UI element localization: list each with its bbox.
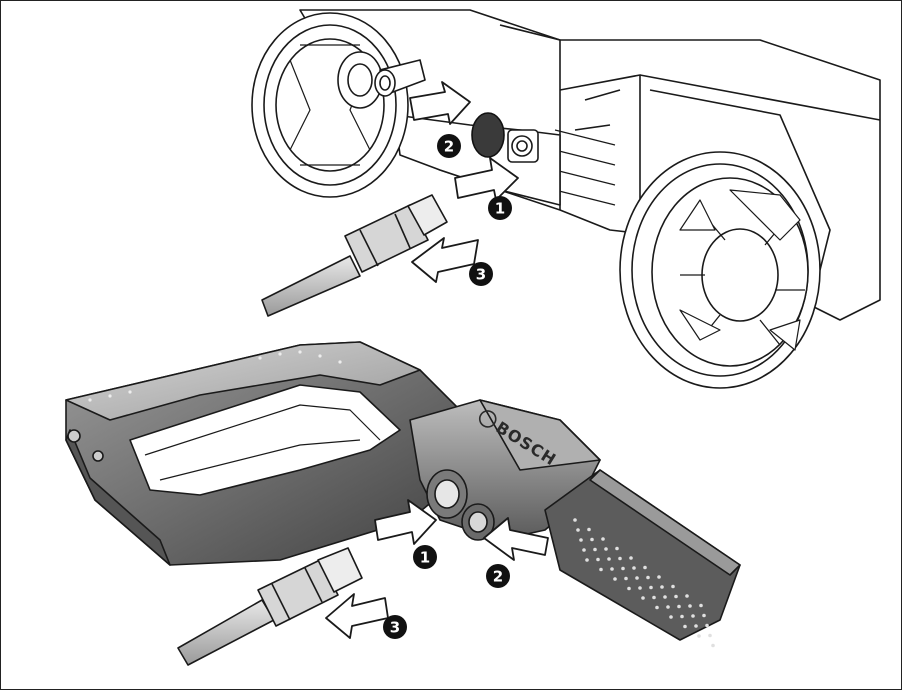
grip-dot: [629, 556, 633, 560]
svg-text:2: 2: [493, 568, 503, 586]
grip-dot: [702, 613, 706, 618]
handle-dot: [338, 360, 342, 364]
bottom-hose-nozzle: [317, 547, 363, 593]
top-step-badge-3: 3: [469, 262, 493, 286]
grip-dot: [579, 538, 583, 542]
outlet-connector: [374, 59, 426, 97]
bottom-hose-coupling: [257, 559, 339, 627]
handle-dot: [318, 354, 322, 358]
grip-dot: [576, 528, 580, 532]
grip-dot: [638, 586, 642, 590]
grip-dot: [708, 633, 712, 638]
svg-text:2: 2: [444, 138, 454, 156]
bottom-hose: [177, 599, 275, 666]
grip-dot: [613, 577, 617, 581]
spray-gun: [65, 341, 741, 641]
handle-dot: [258, 356, 262, 360]
grip-dot: [587, 527, 591, 532]
top-step-badge-1: 1: [488, 196, 512, 220]
grip-dot: [641, 596, 645, 600]
grip-dot: [627, 586, 631, 591]
top-arrow-step-2: [409, 81, 471, 125]
bottom-arrow-step-1: [374, 499, 437, 545]
grip-dot: [607, 557, 611, 561]
grip-dot: [663, 595, 667, 599]
water-inlet-port: [471, 112, 539, 163]
bottom-step-badge-2: 2: [486, 564, 510, 588]
grip-dot: [618, 556, 622, 561]
grip-dot: [657, 575, 661, 579]
grip-dot: [601, 537, 605, 541]
grip-dot: [680, 614, 684, 619]
grip-dot: [632, 566, 636, 570]
bottom-arrow-step-2: [483, 517, 549, 561]
grip-dot: [677, 604, 681, 609]
right-wheel: [619, 151, 821, 389]
top-hose-nozzle: [407, 194, 448, 236]
bottom-step-badge-3: 3: [383, 615, 407, 639]
svg-text:1: 1: [420, 549, 430, 567]
left-wheel: [251, 12, 409, 198]
handle-dot: [298, 350, 302, 354]
gun-release-button: [461, 503, 495, 541]
top-hose: [261, 255, 361, 317]
grip-dot: [688, 604, 692, 608]
grip-texture: [573, 518, 715, 648]
grip-dot: [691, 614, 695, 618]
grip-dot: [646, 575, 650, 580]
grip-dot: [683, 624, 687, 629]
grip-dot: [697, 634, 701, 638]
top-arrow-step-1: [454, 157, 519, 201]
grip-dot: [582, 548, 586, 552]
grip-dot: [585, 558, 589, 562]
grip-dot: [593, 547, 597, 552]
gun-grip-opening: [129, 384, 401, 496]
top-hose-assembly: [261, 194, 448, 317]
grip-dot: [671, 584, 675, 589]
grip-dot: [621, 566, 625, 571]
grip-dot: [604, 547, 608, 551]
grip-dot: [669, 615, 673, 619]
grip-dot: [643, 565, 647, 570]
pressure-washer-unit: [251, 9, 881, 389]
grip-dot: [660, 585, 664, 589]
top-step-badge-2: 2: [437, 134, 461, 158]
handle-dot: [128, 390, 132, 394]
grip-dot: [635, 576, 639, 580]
grip-dot: [590, 537, 594, 542]
grip-dot: [705, 623, 709, 628]
grip-dot: [652, 595, 656, 600]
grip-dot: [699, 603, 703, 608]
handle-dot: [108, 394, 112, 398]
svg-text:3: 3: [390, 619, 400, 637]
grip-dot: [674, 594, 678, 599]
top-hose-coupling: [344, 204, 429, 273]
svg-text:3: 3: [476, 266, 486, 284]
bottom-step-badge-1: 1: [413, 545, 437, 569]
grip-dot: [573, 518, 577, 522]
top-arrow-step-3: [411, 237, 479, 283]
handle-top-texture: [88, 350, 342, 402]
grip-dot: [694, 624, 698, 628]
bottom-hose-assembly: [177, 547, 363, 666]
grip-dot: [599, 567, 603, 572]
gun-inlet-port: [426, 469, 468, 519]
grip-dot: [711, 643, 715, 648]
svg-text:1: 1: [495, 200, 505, 218]
bottom-arrow-step-3: [325, 593, 389, 639]
handle-dot: [278, 352, 282, 356]
grip-dot: [596, 557, 600, 562]
grip-dot: [624, 576, 628, 581]
grip-dot: [615, 546, 619, 551]
handle-dot: [88, 398, 92, 402]
grip-dot: [655, 605, 659, 610]
grip-dot: [610, 567, 614, 571]
grip-dot: [649, 585, 653, 590]
grip-dot: [666, 605, 670, 609]
grip-dot: [685, 594, 689, 598]
